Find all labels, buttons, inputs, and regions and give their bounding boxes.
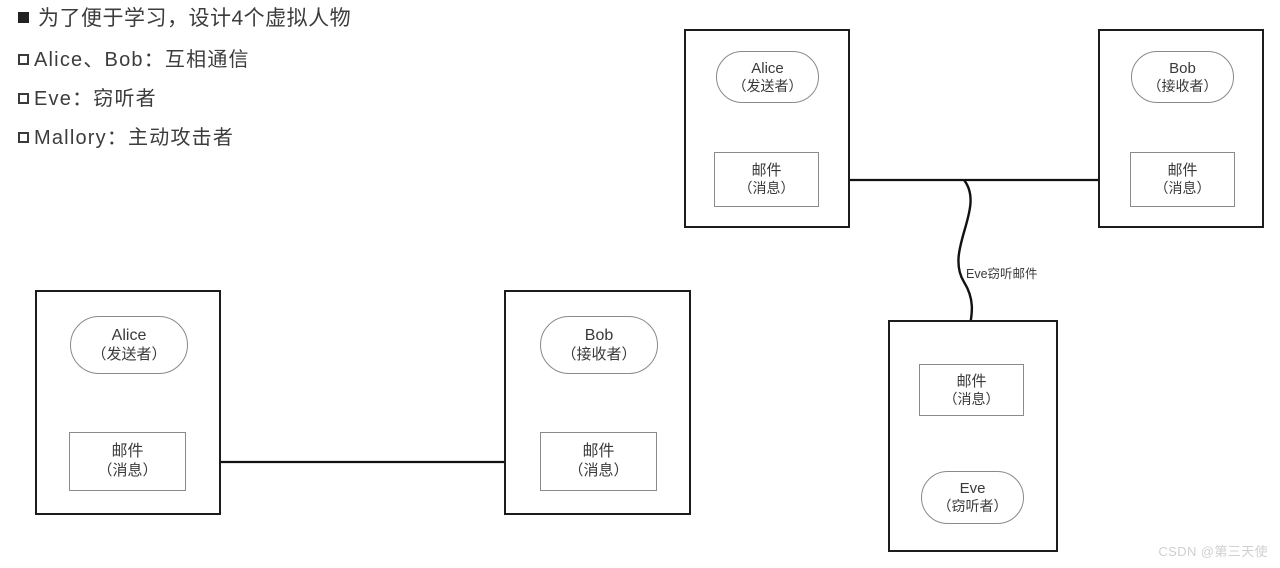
top-alice-mail-role: （消息）: [738, 180, 795, 197]
top-eve-mail-node: 邮件 （消息）: [919, 364, 1024, 416]
top-bob-mail-node: 邮件 （消息）: [1130, 152, 1235, 207]
top-eve-person-name: Eve: [959, 480, 986, 498]
top-eve-mail-role: （消息）: [943, 390, 1000, 407]
bottom-bob-mail-node: 邮件 （消息）: [540, 432, 657, 491]
top-alice-mail-node: 邮件 （消息）: [714, 152, 819, 207]
bullet-item-1: Alice、Bob：互相通信: [18, 48, 448, 73]
top-bob-mail-role: （消息）: [1154, 180, 1211, 197]
top-alice-person-node: Alice （发送者）: [716, 51, 819, 103]
top-eve-mail-name: 邮件: [956, 372, 987, 390]
bullet-item-1-label: Alice、Bob：互相通信: [34, 49, 250, 72]
top-bob-person-name: Bob: [1169, 59, 1196, 77]
csdn-watermark: CSDN @第三天使: [1158, 544, 1268, 559]
filled-square-marker-icon: [18, 12, 29, 23]
eve-tap-edge-label: Eve窃听邮件: [966, 267, 1038, 281]
bottom-bob-person-node: Bob （接收者）: [540, 316, 658, 374]
top-alice-person-role: （发送者）: [732, 77, 803, 94]
bullet-item-3-label: Mallory：主动攻击者: [34, 127, 235, 150]
hollow-square-marker-icon: [18, 93, 29, 105]
bottom-alice-mail-node: 邮件 （消息）: [69, 432, 186, 491]
bullet-item-2: Eve：窃听者: [18, 87, 448, 112]
hollow-square-marker-icon: [18, 54, 29, 66]
bullet-item-2-label: Eve：窃听者: [34, 88, 157, 111]
top-bob-person-node: Bob （接收者）: [1131, 51, 1234, 103]
bottom-alice-person-name: Alice: [111, 326, 147, 344]
top-eve-person-node: Eve （窃听者）: [921, 471, 1024, 524]
bottom-alice-person-role: （发送者）: [91, 345, 167, 363]
bullet-item-3: Mallory：主动攻击者: [18, 126, 448, 151]
hollow-square-marker-icon: [18, 132, 29, 144]
bottom-bob-mail-name: 邮件: [582, 443, 615, 461]
top-bob-mail-name: 邮件: [1167, 162, 1198, 180]
top-eve-person-role: （窃听者）: [937, 498, 1008, 515]
top-alice-mail-name: 邮件: [751, 162, 782, 180]
top-alice-person-name: Alice: [751, 59, 784, 77]
bottom-bob-person-name: Bob: [584, 326, 614, 344]
bullet-item-0: 为了便于学习，设计4个虚拟人物: [18, 6, 448, 32]
bottom-alice-mail-role: （消息）: [97, 462, 158, 480]
bottom-bob-person-role: （接收者）: [561, 345, 637, 363]
bullet-item-0-label: 为了便于学习，设计4个虚拟人物: [38, 7, 352, 30]
bottom-bob-mail-role: （消息）: [568, 462, 629, 480]
top-bob-person-role: （接收者）: [1147, 77, 1218, 94]
bullet-list: 为了便于学习，设计4个虚拟人物 Alice、Bob：互相通信 Eve：窃听者 M…: [18, 6, 448, 165]
bottom-alice-person-node: Alice （发送者）: [70, 316, 188, 374]
bottom-alice-mail-name: 邮件: [111, 443, 144, 461]
